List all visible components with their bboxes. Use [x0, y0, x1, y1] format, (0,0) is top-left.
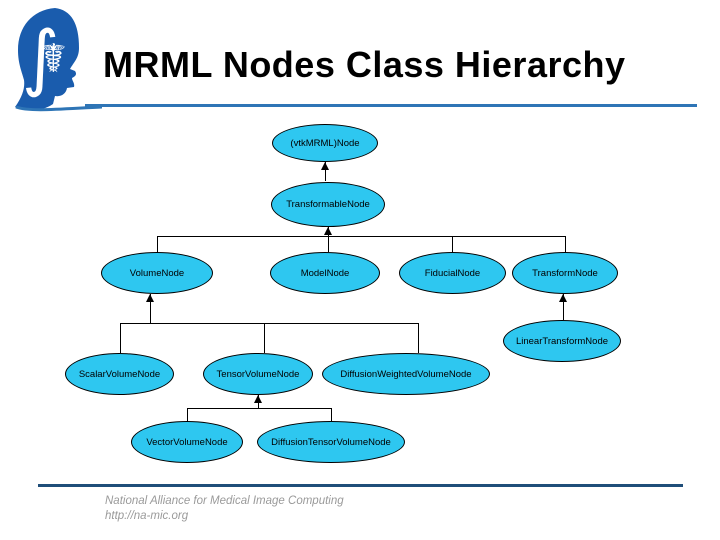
logo-swoosh [15, 105, 102, 112]
edge-drop-diffusionweighted [418, 323, 419, 353]
node-model: ModelNode [270, 252, 380, 294]
arrowhead-tensorvolume [254, 395, 262, 403]
slide-title: MRML Nodes Class Hierarchy [103, 44, 626, 85]
node-transformable: TransformableNode [271, 182, 385, 227]
edge-bus-row4 [187, 408, 332, 409]
arrowhead-transform [559, 294, 567, 302]
arrowhead-vtkmrml [321, 162, 329, 170]
edge-drop-fiducial [452, 236, 453, 252]
footer-divider [38, 484, 683, 487]
edge-bus-row3 [120, 323, 419, 324]
edge-drop-tensorvolume [264, 323, 265, 353]
node-tensorvolume: TensorVolumeNode [203, 353, 313, 395]
edge-drop-transform [565, 236, 566, 252]
node-vtkmrml: (vtkMRML)Node [272, 124, 378, 162]
node-scalarvolume: ScalarVolumeNode [65, 353, 174, 395]
edge-bus-row2 [157, 236, 566, 237]
caduceus-icon: ☤ [40, 36, 67, 82]
node-diffusionweighted: DiffusionWeightedVolumeNode [322, 353, 490, 395]
edge-drop-vectorvolume [187, 408, 188, 421]
footer-url: http://na-mic.org [105, 510, 189, 522]
integral-glyph: ∫ [22, 15, 60, 99]
node-fiducial: FiducialNode [399, 252, 506, 294]
arrowhead-volume [146, 294, 154, 302]
node-volume: VolumeNode [101, 252, 213, 294]
edge-lineartransform-transform [563, 294, 564, 320]
edge-drop-scalarvolume [120, 323, 121, 353]
header-divider [85, 104, 697, 107]
edge-drop-model [328, 236, 329, 252]
edge-drop-volume [157, 236, 158, 252]
edge-drop-diffusiontensor [331, 408, 332, 421]
arrowhead-transformable [324, 227, 332, 235]
logo-head-shape [15, 8, 79, 111]
node-vectorvolume: VectorVolumeNode [131, 421, 243, 463]
edge-stem-volume [150, 294, 151, 323]
edge-transformable-vtkmrml [325, 162, 326, 181]
footer-credits: National Alliance for Medical Image Comp… [105, 494, 344, 524]
node-diffusiontensor: DiffusionTensorVolumeNode [257, 421, 405, 463]
footer-org: National Alliance for Medical Image Comp… [105, 495, 344, 507]
node-lineartransform: LinearTransformNode [503, 320, 621, 362]
node-transform: TransformNode [512, 252, 618, 294]
na-mic-logo-icon: ∫ ☤ [15, 8, 102, 112]
